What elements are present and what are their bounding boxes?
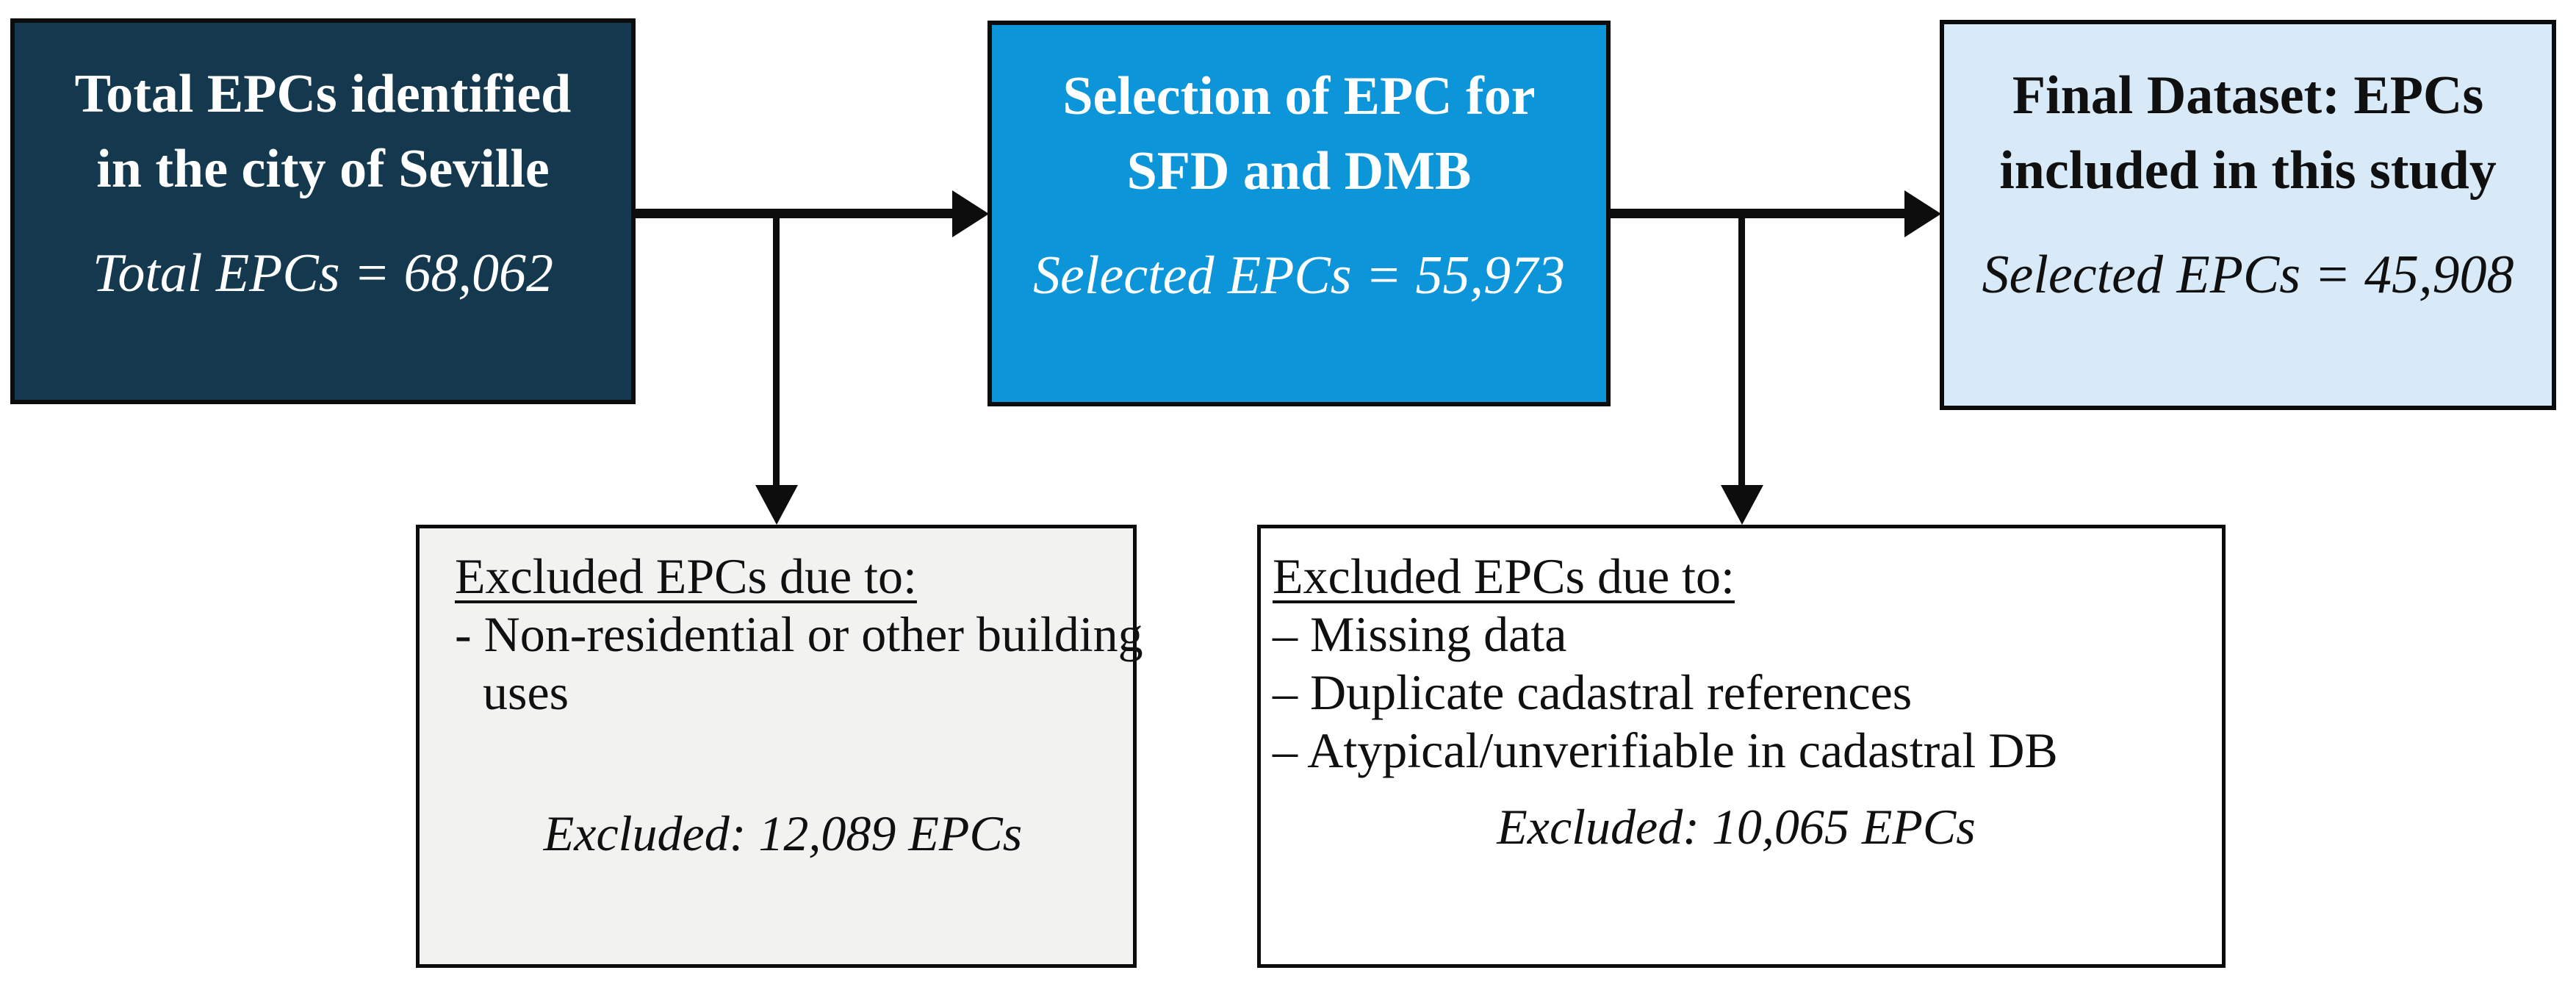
excluded-a-stat: Excluded: 12,089 EPCs	[543, 805, 1023, 861]
box-final-title-line1: Final Dataset: EPCs	[2012, 65, 2484, 126]
box-total-title-line1: Total EPCs identified	[74, 64, 572, 124]
box-selection-sfd-dmb: Selection of EPC for SFD and DMB Selecte…	[987, 21, 1611, 406]
excluded-b-item-atypical: – Atypical/unverifiable in cadastral DB	[1273, 722, 2058, 778]
arrow-line-selection-to-final	[1608, 209, 1908, 218]
arrow-line-total-to-selection	[633, 209, 957, 218]
box-selection-title-line2: SFD and DMB	[1126, 141, 1472, 201]
arrow-line-branch-to-excluded-b	[1738, 213, 1745, 491]
box-final-stat: Selected EPCs = 45,908	[1982, 245, 2514, 305]
box-final-title-line2: included in this study	[1999, 140, 2497, 201]
excluded-b-stat: Excluded: 10,065 EPCs	[1497, 799, 1976, 855]
arrow-line-branch-to-excluded-a	[773, 213, 780, 491]
arrowhead-into-excluded-a-icon	[755, 485, 798, 525]
box-total-epcs: Total EPCs identified in the city of Sev…	[10, 18, 636, 404]
box-excluded-non-residential: Excluded EPCs due to: - Non-residential …	[416, 525, 1143, 968]
box-selection-title-line1: Selection of EPC for	[1062, 66, 1536, 126]
box-selection-stat: Selected EPCs = 55,973	[1033, 245, 1565, 306]
excluded-a-heading: Excluded EPCs due to:	[455, 548, 917, 604]
box-excluded-data-issues: Excluded EPCs due to: – Missing data – D…	[1257, 525, 2226, 968]
excluded-a-item: - Non-residential or other building uses	[455, 606, 1143, 720]
arrowhead-into-excluded-b-icon	[1721, 485, 1763, 525]
arrowhead-into-selection-icon	[952, 190, 989, 237]
box-total-title-line2: in the city of Seville	[96, 139, 550, 199]
box-final-dataset: Final Dataset: EPCs included in this stu…	[1940, 20, 2556, 410]
excluded-b-item-missing-data: – Missing data	[1273, 606, 1567, 662]
arrowhead-into-final-icon	[1904, 190, 1941, 237]
excluded-b-heading: Excluded EPCs due to:	[1273, 548, 1735, 604]
box-total-stat: Total EPCs = 68,062	[93, 243, 553, 304]
excluded-b-item-duplicates: – Duplicate cadastral references	[1273, 664, 1913, 720]
